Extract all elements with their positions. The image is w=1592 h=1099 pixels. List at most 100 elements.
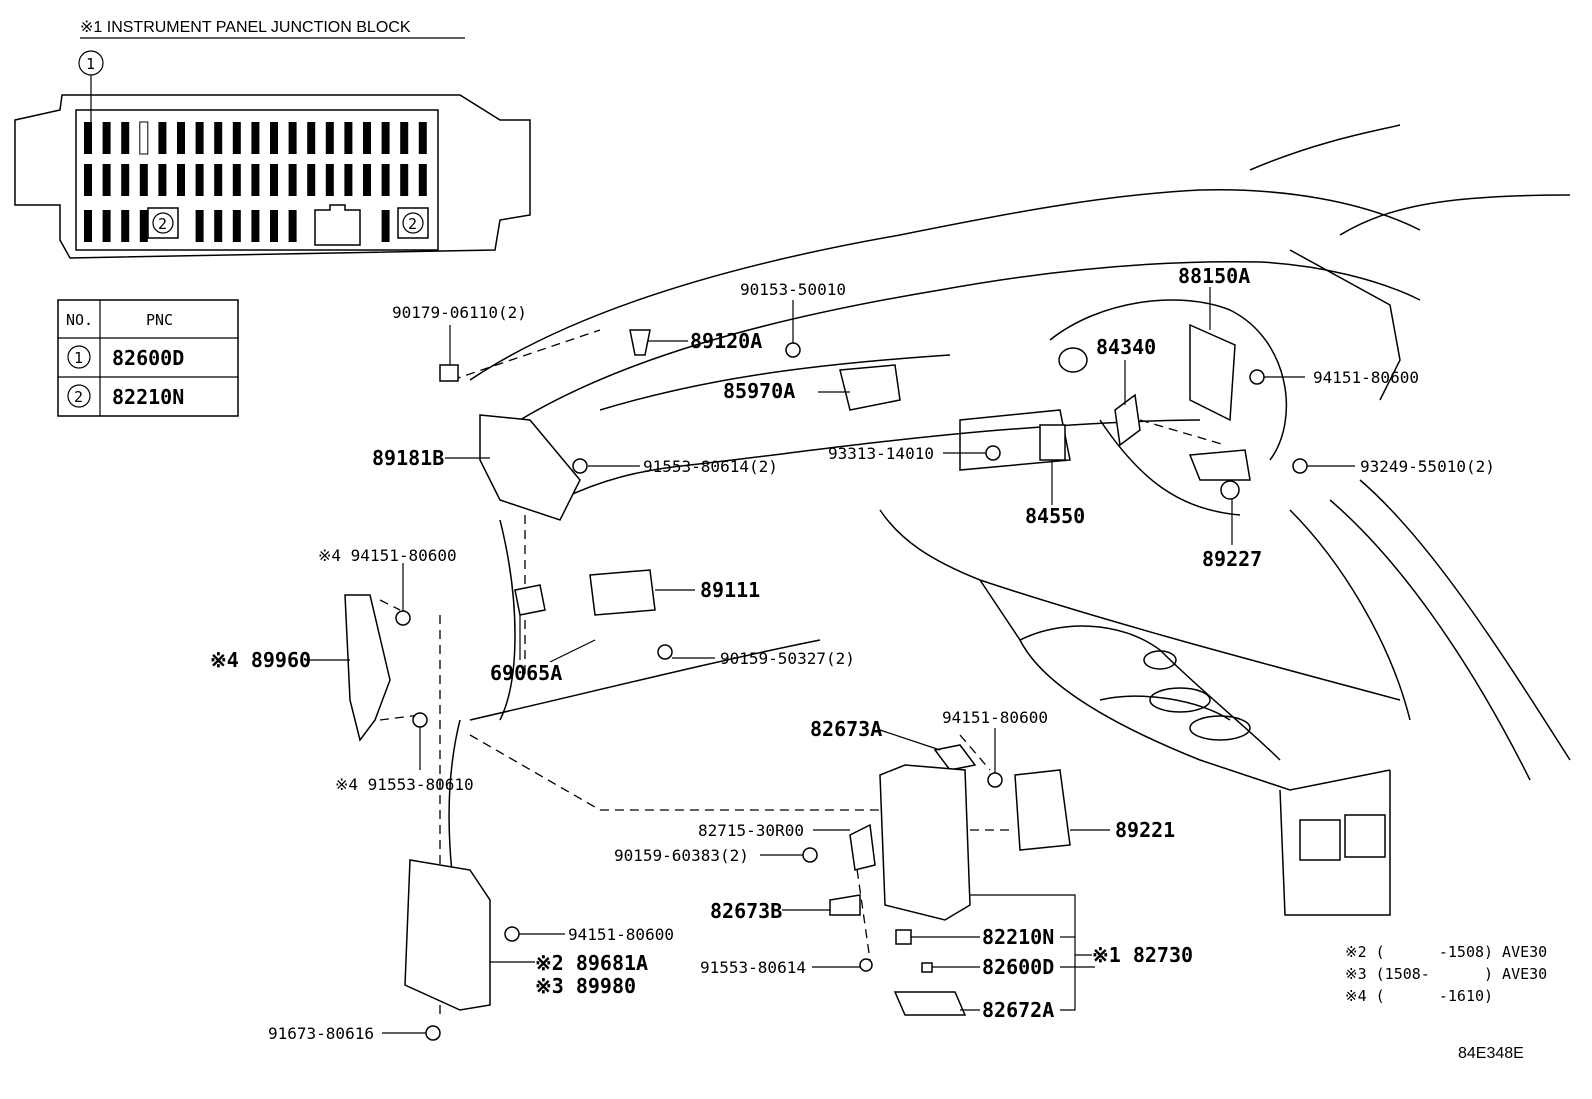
dash-lower-edge xyxy=(559,419,1201,501)
fuse-slot xyxy=(381,164,390,196)
center-console-top xyxy=(879,509,1401,701)
relay-pocket-left xyxy=(147,207,179,239)
fuse-slots xyxy=(84,121,427,242)
part-82210N-relay xyxy=(895,929,912,945)
pnc-row-1-value: 82600D xyxy=(112,346,184,370)
label-88150A: 88150A xyxy=(1178,264,1250,288)
note-4: ※4 ( -1610) xyxy=(1345,987,1493,1005)
fuse-slot xyxy=(139,210,148,242)
cupholder-2 xyxy=(1189,715,1251,741)
label-90159-50327: 90159-50327(2) xyxy=(720,649,855,668)
label-84340: 84340 xyxy=(1096,335,1156,359)
part-91553-80614-bolt xyxy=(859,958,873,972)
console-rear xyxy=(1279,770,1391,916)
note-2: ※2 ( -1508) AVE30 xyxy=(1345,943,1547,961)
instrument-panel-outline xyxy=(448,124,1571,961)
pnc-row-2-circle xyxy=(67,384,91,408)
label-82715-30R00: 82715-30R00 xyxy=(698,821,804,840)
console-vent-right xyxy=(1344,814,1386,858)
fuse-slot xyxy=(232,164,241,196)
label-84550: 84550 xyxy=(1025,504,1085,528)
junction-block-face xyxy=(75,109,439,251)
part-82730-junction-block xyxy=(879,764,971,921)
fuse-slot xyxy=(84,164,92,196)
callout-circle-2a xyxy=(152,212,174,234)
fuse-slot xyxy=(418,122,427,154)
fuse-slot xyxy=(177,122,185,154)
note-3: ※3 (1508- ) AVE30 xyxy=(1345,965,1547,983)
label-91553-80610: ※4 91553-80610 xyxy=(335,775,474,794)
label-90153-50010: 90153-50010 xyxy=(740,280,846,299)
console-vent-left xyxy=(1299,819,1341,861)
leader-lines xyxy=(305,287,1355,1034)
fuse-slot xyxy=(195,122,204,154)
part-94151-nut-mid xyxy=(987,772,1003,788)
part-91673-bolt xyxy=(425,1025,441,1041)
fuse-slot xyxy=(232,122,241,154)
pnc-row-1-circle xyxy=(67,345,91,369)
part-90159-60383-bolt xyxy=(802,847,818,863)
callout-circle-2b xyxy=(402,212,424,234)
fuse-slot xyxy=(121,164,130,196)
part-82600D-fuse xyxy=(921,962,933,973)
fuse-slot xyxy=(251,122,260,154)
label-90159-60383: 90159-60383(2) xyxy=(614,846,749,865)
fuse-slot xyxy=(288,210,297,242)
dash-line-10 xyxy=(379,714,421,721)
part-94151-nut-right xyxy=(1249,369,1265,385)
dash-line-6 xyxy=(854,854,871,961)
part-89960-bracket xyxy=(344,594,391,742)
part-84340-switch xyxy=(1114,393,1141,447)
fuse-slot xyxy=(270,122,278,154)
label-89120A: 89120A xyxy=(690,329,762,353)
console-side xyxy=(979,579,1391,791)
figure-code: 84E348E xyxy=(1458,1045,1524,1062)
fuse-slot xyxy=(381,122,390,154)
label-91673-80616: 91673-80616 xyxy=(268,1024,374,1043)
label-91553-80614-2: 91553-80614(2) xyxy=(643,457,778,476)
part-91553-80610-bolt xyxy=(412,712,428,728)
part-89227-sensor xyxy=(1188,449,1251,481)
label-89960: ※4 89960 xyxy=(210,648,311,672)
fuse-slot xyxy=(214,122,223,154)
fuse-slot xyxy=(270,164,278,196)
part-90159-bolt xyxy=(657,644,673,660)
fuse-slot xyxy=(251,164,260,196)
fuse-slot xyxy=(84,210,92,242)
dash-top-edge xyxy=(469,189,1421,381)
fuse-slot xyxy=(344,122,353,154)
part-85970A-module xyxy=(839,364,901,411)
part-94151-nut-left xyxy=(395,610,411,626)
part-89221-ecu xyxy=(1014,769,1071,851)
junction-block-title: ※1 INSTRUMENT PANEL JUNCTION BLOCK xyxy=(80,19,411,36)
fuse-slot xyxy=(400,164,409,196)
parts xyxy=(344,323,1308,1041)
console-lid xyxy=(1019,625,1281,761)
glovebox-left xyxy=(499,519,516,721)
junction-block-housing xyxy=(14,94,531,259)
label-93249-55010: 93249-55010(2) xyxy=(1360,457,1495,476)
label-82600D: 82600D xyxy=(982,955,1054,979)
steering-hub xyxy=(1058,347,1088,373)
callout-2b-text: 2 xyxy=(408,215,417,233)
label-69065A: 69065A xyxy=(490,661,562,685)
fuse-slot xyxy=(381,210,390,242)
cluster-hood xyxy=(1049,299,1288,461)
dash-groove xyxy=(599,354,951,411)
cupholder-1 xyxy=(1149,687,1211,713)
fuse-slot xyxy=(418,164,427,196)
part-84550-sensor xyxy=(1039,424,1066,461)
door-line-2 xyxy=(1329,499,1531,781)
fuse-slot xyxy=(307,164,316,196)
label-82672A: 82672A xyxy=(982,998,1054,1022)
label-82730: ※1 82730 xyxy=(1092,943,1193,967)
fuse-slot xyxy=(400,122,409,154)
label-89221: 89221 xyxy=(1115,818,1175,842)
pnc-table-frame xyxy=(57,299,239,417)
label-89681A: ※2 89681A xyxy=(535,951,648,975)
door-line xyxy=(1289,509,1411,721)
fuse-slot xyxy=(270,210,278,242)
glovebox-bottom xyxy=(469,639,821,721)
callout-1-text: 1 xyxy=(86,55,95,73)
